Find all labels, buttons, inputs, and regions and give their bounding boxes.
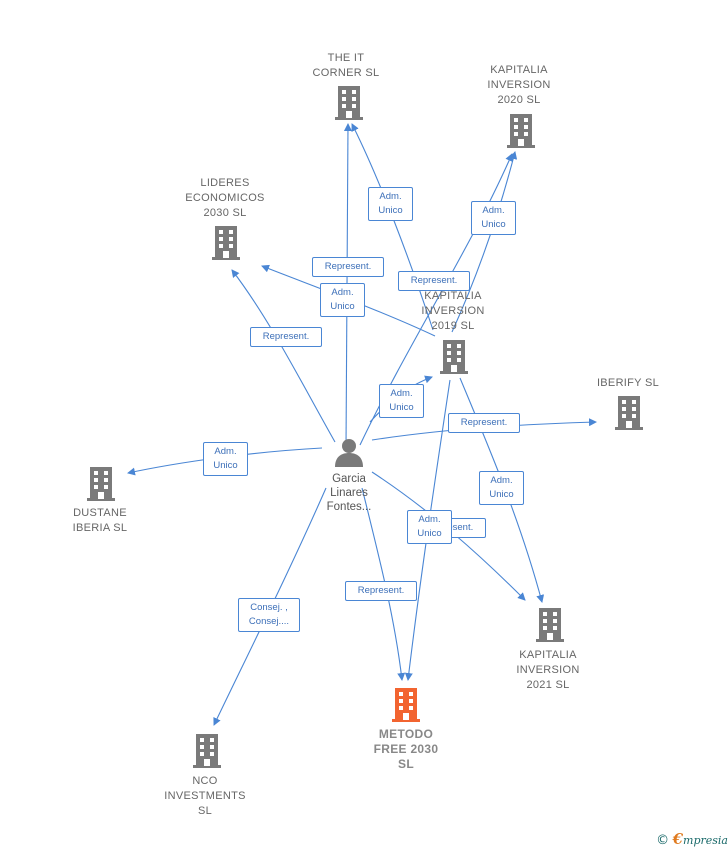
node-label-iberify[interactable]: IBERIFY SL bbox=[596, 377, 660, 389]
node-label-dustane[interactable]: DUSTANE IBERIA SL bbox=[72, 507, 128, 534]
edge-label-adm-unico-2021[interactable]: Adm. Unico bbox=[479, 471, 524, 505]
building-icon[interactable] bbox=[615, 396, 643, 430]
node-label-nco[interactable]: NCO INVESTMENTS SL bbox=[164, 775, 246, 817]
edge-label-represent-itcorner[interactable]: Represent. bbox=[312, 257, 384, 277]
edge-label-represent-2020[interactable]: Represent. bbox=[398, 271, 470, 291]
edge-label-adm-unico-dustane[interactable]: Adm. Unico bbox=[203, 442, 248, 476]
edge-label-represent-metodo[interactable]: Represent. bbox=[345, 581, 417, 601]
brand-logo-text: mpresia bbox=[683, 834, 728, 847]
edge-label-adm-unico-metodo[interactable]: Adm. Unico bbox=[407, 510, 452, 544]
node-label-kapitalia-2019[interactable]: KAPITALIA INVERSION 2019 SL bbox=[421, 290, 485, 332]
edge-label-represent-iberify[interactable]: Represent. bbox=[448, 413, 520, 433]
building-icon[interactable] bbox=[440, 340, 468, 374]
node-label-the-it-corner[interactable]: THE IT CORNER SL bbox=[312, 52, 380, 79]
edge-label-adm-unico-itcorner[interactable]: Adm. Unico bbox=[368, 187, 413, 221]
copyright-icon: © bbox=[656, 833, 670, 848]
node-label-lideres[interactable]: LIDERES ECONOMICOS 2030 SL bbox=[185, 177, 265, 219]
edge-2019-itcorner bbox=[351, 123, 434, 331]
brand-logo-initial: € bbox=[672, 830, 684, 848]
building-icon[interactable] bbox=[335, 86, 363, 120]
building-icon[interactable] bbox=[507, 114, 535, 148]
person-label[interactable]: Garcia Linares Fontes... bbox=[326, 473, 372, 513]
building-main-icon[interactable] bbox=[392, 688, 420, 722]
edge-person-lideres bbox=[231, 269, 336, 443]
footer-brand: © €mpresia bbox=[656, 830, 728, 848]
person-icon[interactable] bbox=[335, 439, 363, 467]
edge-label-represent-lideres[interactable]: Represent. bbox=[250, 327, 322, 347]
edge-label-adm-unico-lideres[interactable]: Adm. Unico bbox=[320, 283, 365, 317]
edge-label-adm-unico-2020[interactable]: Adm. Unico bbox=[471, 201, 516, 235]
building-icon[interactable] bbox=[87, 467, 115, 501]
building-icon[interactable] bbox=[536, 608, 564, 642]
building-icon[interactable] bbox=[193, 734, 221, 768]
node-label-kapitalia-2020[interactable]: KAPITALIA INVERSION 2020 SL bbox=[487, 64, 551, 106]
edge-2019-2020 bbox=[451, 151, 518, 333]
edge-label-adm-unico-2019[interactable]: Adm. Unico bbox=[379, 384, 424, 418]
edge-label-consej-nco[interactable]: Consej. , Consej.... bbox=[238, 598, 300, 632]
node-label-metodo[interactable]: METODO FREE 2030 SL bbox=[373, 727, 439, 771]
building-icon[interactable] bbox=[212, 226, 240, 260]
node-label-kapitalia-2021[interactable]: KAPITALIA INVERSION 2021 SL bbox=[516, 649, 580, 691]
